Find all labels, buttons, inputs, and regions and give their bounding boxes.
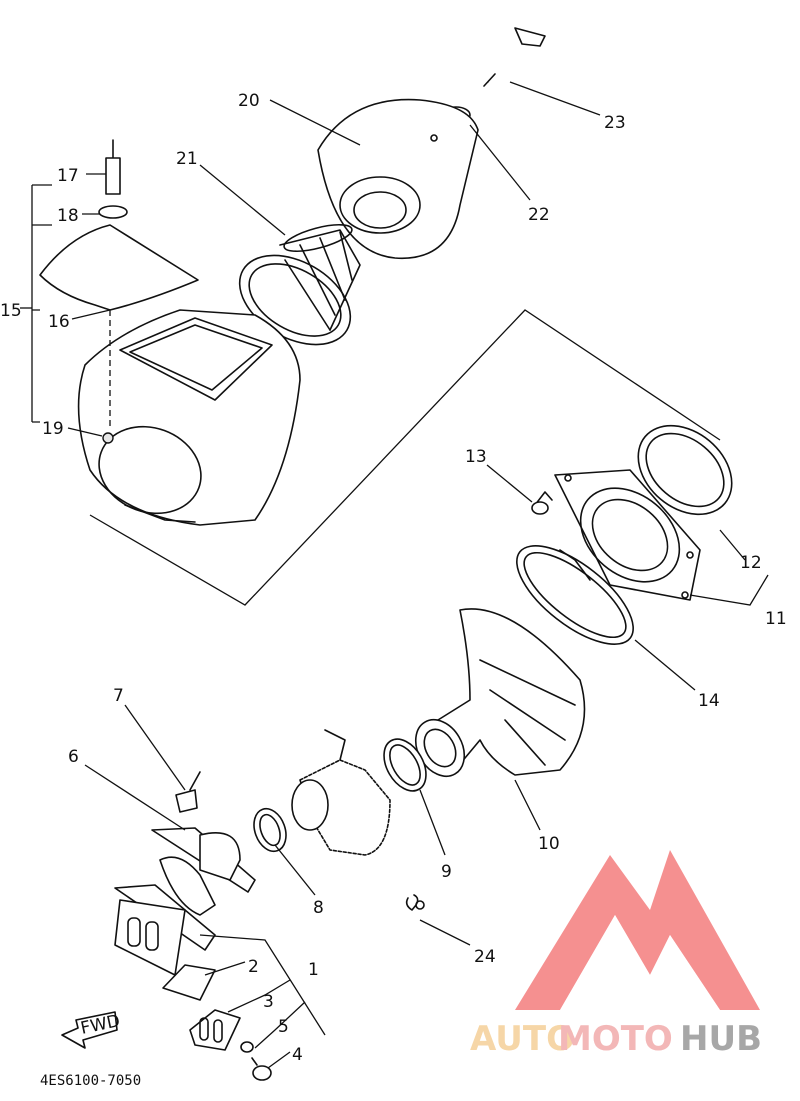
part-11-joint: [554, 469, 701, 601]
callout-11: 11: [765, 609, 787, 629]
watermark-hub: HUB: [680, 1019, 762, 1059]
callout-5: 5: [278, 1017, 289, 1037]
part-20-air-filter: [317, 98, 479, 260]
part-12-gasket: [637, 424, 733, 516]
part-24-clip: [405, 894, 419, 911]
callout-21: 21: [176, 149, 198, 169]
callout-7: 7: [113, 686, 124, 706]
callout-18: 18: [57, 206, 79, 226]
part-4-screw: [251, 1057, 272, 1081]
callout-12: 12: [740, 553, 762, 573]
part-9-clamp: [383, 738, 427, 792]
watermark-logo: AUTO MOTO HUB: [470, 850, 762, 1059]
callout-14: 14: [698, 691, 720, 711]
part-19-grommet: [102, 432, 114, 444]
callout-9: 9: [441, 862, 452, 882]
callout-24: 24: [474, 947, 496, 967]
watermark-auto: AUTO: [470, 1019, 575, 1059]
part-6-joint: [151, 827, 256, 916]
part-3-stopper: [189, 1009, 241, 1051]
callout-20: 20: [238, 91, 260, 111]
watermark-moto: MOTO: [558, 1019, 673, 1059]
callout-8: 8: [313, 898, 324, 918]
leader-lines: [20, 81, 769, 1069]
callout-1: 1: [308, 960, 319, 980]
part-5-washer: [240, 1041, 254, 1053]
callout-19: 19: [42, 419, 64, 439]
part-23-wing-bolt: [483, 27, 546, 87]
callout-4: 4: [292, 1045, 303, 1065]
part-8-clamp: [253, 807, 287, 853]
callout-13: 13: [465, 447, 487, 467]
callout-numbers: 1 2 3 4 5 6 7 8 9 10 11 12 13 14 15 16 1…: [0, 91, 787, 1065]
callout-17: 17: [57, 166, 79, 186]
part-13-screw: [531, 491, 553, 515]
carburetor-outline: [291, 729, 391, 856]
fwd-arrow: FWD: [61, 1011, 122, 1049]
part-2-reed: [162, 964, 216, 1001]
callout-15: 15: [0, 301, 22, 321]
callout-23: 23: [604, 113, 626, 133]
callout-10: 10: [538, 834, 560, 854]
part-17-rivet: [105, 139, 121, 195]
callout-16: 16: [48, 312, 70, 332]
callout-22: 22: [528, 205, 550, 225]
part-16-plate: [39, 224, 199, 311]
part-15-air-filter-case: [77, 240, 301, 526]
diagram-code: 4ES6100-7050: [40, 1073, 141, 1089]
part-7-bolt: [175, 771, 201, 813]
part-18-washer: [98, 205, 128, 219]
callout-2: 2: [248, 957, 259, 977]
fwd-label: FWD: [79, 1011, 122, 1039]
callout-3: 3: [263, 992, 274, 1012]
part-14-seal: [516, 545, 634, 645]
part-10-intake-duct: [414, 608, 586, 778]
callout-6: 6: [68, 747, 79, 767]
